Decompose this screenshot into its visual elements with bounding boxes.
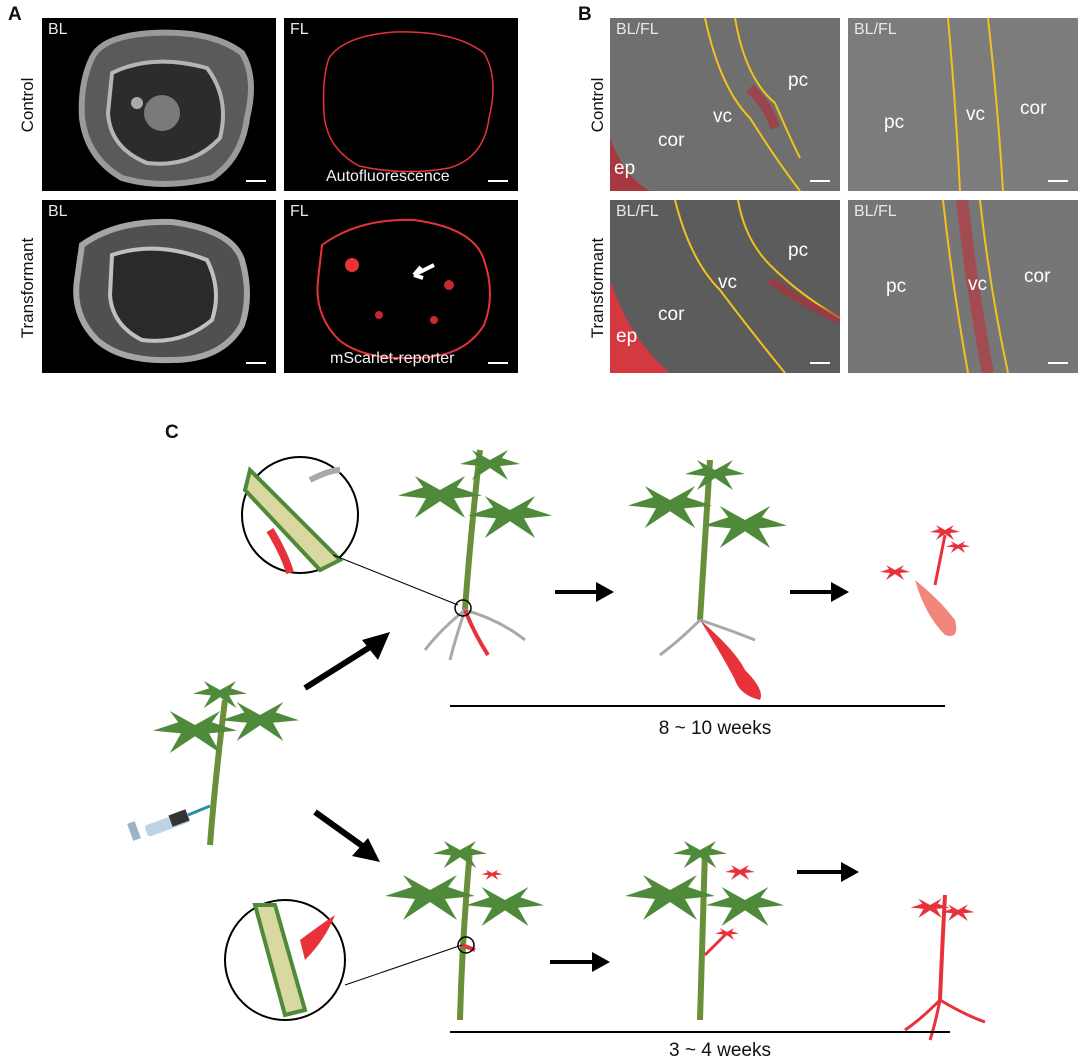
magnified-stem-junction-inset bbox=[224, 899, 475, 1021]
panel-b-control-cross-section: BL/FL pc vc cor ep bbox=[610, 18, 840, 191]
panel-b-tag: BL/FL bbox=[616, 21, 659, 38]
transformation-workflow-diagram bbox=[127, 449, 986, 1041]
caption-autofluorescence: Autofluorescence bbox=[326, 168, 450, 185]
plant-hairy-root-stage-1 bbox=[398, 449, 552, 661]
regenerated-red-plantlet-top bbox=[880, 525, 970, 636]
label-cor: cor bbox=[1020, 98, 1047, 119]
row-label-control-b: Control bbox=[588, 77, 607, 133]
panel-a-control-fluorescence: FL Autofluorescence bbox=[284, 18, 518, 191]
panel-a-control-brightfield: BL bbox=[42, 18, 276, 191]
scale-bar bbox=[488, 180, 508, 182]
autofluorescence-outline bbox=[322, 31, 494, 173]
panel-b-transformant-cross-section: BL/FL pc vc cor ep bbox=[610, 200, 840, 373]
panel-letter-b: B bbox=[578, 4, 592, 25]
panel-b-tag: BL/FL bbox=[616, 203, 659, 220]
panel-letter-a: A bbox=[8, 4, 22, 25]
scale-bar bbox=[1048, 180, 1068, 182]
label-pc: pc bbox=[788, 70, 809, 91]
panel-a-transformant-fluorescence: FL mScarlet-reporter bbox=[284, 200, 518, 373]
label-pc: pc bbox=[886, 276, 907, 297]
label-cor: cor bbox=[1024, 266, 1051, 287]
stem-cross-section-image bbox=[73, 218, 250, 364]
panel-b-control-longitudinal: BL/FL pc vc cor bbox=[848, 18, 1078, 191]
syringe-icon bbox=[127, 804, 211, 841]
panel-b-tag: BL/FL bbox=[854, 203, 897, 220]
label-vc: vc bbox=[718, 272, 737, 293]
label-cor: cor bbox=[658, 130, 685, 151]
panel-b-tag: BL/FL bbox=[854, 21, 897, 38]
plant-shoot-stage-1 bbox=[385, 841, 544, 1021]
reporter-fluorescence-image bbox=[316, 218, 491, 360]
label-vc: vc bbox=[968, 274, 987, 295]
stem-cross-section-image bbox=[78, 29, 254, 187]
magnified-root-junction-inset bbox=[241, 456, 472, 617]
label-pc: pc bbox=[884, 112, 905, 133]
panel-a-tag-bl: BL bbox=[48, 21, 68, 38]
row-label-control-a: Control bbox=[18, 77, 37, 133]
source-plant bbox=[153, 681, 299, 846]
label-vc: vc bbox=[966, 104, 985, 125]
panel-letter-c: C bbox=[165, 422, 179, 443]
plant-hairy-root-stage-2 bbox=[628, 459, 787, 700]
panel-b-transformant-longitudinal: BL/FL pc vc cor bbox=[848, 200, 1078, 373]
plant-shoot-stage-2 bbox=[625, 841, 784, 1021]
arrow-icon bbox=[303, 632, 390, 691]
caption-mscarlet-reporter: mScarlet-reporter bbox=[330, 350, 455, 367]
label-pc: pc bbox=[788, 240, 809, 261]
merged-micrograph bbox=[848, 200, 1078, 373]
label-cor: cor bbox=[658, 304, 685, 325]
scale-bar bbox=[246, 180, 266, 182]
duration-top: 8 ~ 10 weeks bbox=[658, 718, 772, 739]
arrow-icon bbox=[797, 862, 859, 882]
label-ep: ep bbox=[614, 158, 636, 179]
label-vc: vc bbox=[713, 106, 732, 127]
panel-a-tag-fl: FL bbox=[290, 203, 309, 220]
row-label-transformant-a: Transformant bbox=[18, 237, 37, 339]
panel-a-transformant-brightfield: BL bbox=[42, 200, 276, 373]
panel-a-tag-bl: BL bbox=[48, 203, 68, 220]
scale-bar bbox=[488, 362, 508, 364]
arrow-icon bbox=[555, 582, 614, 602]
duration-bottom: 3 ~ 4 weeks bbox=[669, 1040, 771, 1061]
arrow-icon bbox=[550, 952, 610, 972]
scale-bar bbox=[246, 362, 266, 364]
row-label-transformant-b: Transformant bbox=[588, 237, 607, 339]
arrow-icon bbox=[412, 263, 435, 280]
panel-a-tag-fl: FL bbox=[290, 21, 309, 38]
regenerated-red-plantlet-bottom bbox=[904, 894, 986, 1041]
merged-micrograph bbox=[848, 18, 1078, 191]
arrow-icon bbox=[790, 582, 849, 602]
scale-bar bbox=[1048, 362, 1068, 364]
label-ep: ep bbox=[616, 326, 638, 347]
merged-micrograph bbox=[610, 200, 840, 373]
scale-bar bbox=[810, 362, 830, 364]
arrow-icon bbox=[313, 809, 380, 862]
merged-micrograph bbox=[610, 18, 840, 191]
scale-bar bbox=[810, 180, 830, 182]
